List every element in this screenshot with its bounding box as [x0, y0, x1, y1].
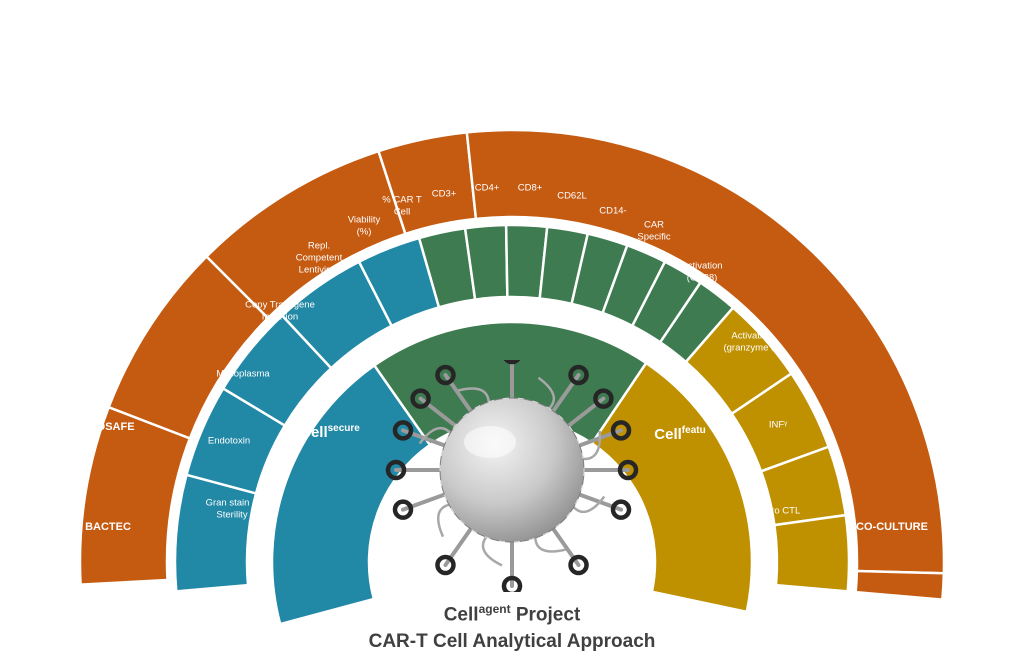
middle-label-activation-granzyme-b: Activation(granzyme B)	[723, 331, 780, 354]
outer-segment-bactec	[78, 405, 192, 586]
outer-label-co-culture: CO-CULTURE	[856, 521, 928, 533]
middle-label-viability: Viability(%)	[348, 215, 381, 238]
outer-label-bactec: BACTEC	[85, 521, 131, 533]
outer-label-rtqpcr: RTqPCR	[148, 233, 193, 245]
inner-label-cell-featu: Cellfeatu	[654, 425, 705, 443]
inner-segment-cell-secure	[270, 363, 432, 626]
middle-label-cd62l: CD62L	[557, 191, 587, 202]
outer-ring: BACTEC ENDOSAFE RTqPCR VCELL CYTOMETRY CO-CUL…	[73, 109, 946, 602]
middle-segment-in-vitro-ctl	[773, 513, 851, 593]
middle-ring: Gran stain &Sterility Endotoxin Mycoplasma…	[173, 183, 851, 593]
outer-label-endosafe: ENDOSAFE	[73, 421, 134, 433]
middle-label-gran-stain-sterility: Gran stain &Sterility	[206, 498, 259, 521]
inner-label-cell-secure: Cellsecure	[300, 423, 360, 441]
middle-label-activation-cd28: Activation(CD28)	[681, 261, 722, 284]
inner-label-cell-nature: Cellnature	[479, 296, 538, 314]
middle-label-endotoxin: Endotoxin	[208, 436, 250, 447]
caption-project-title: Cellagent Project	[443, 602, 581, 626]
caption: Cellagent Project CAR-T Cell Analytical …	[0, 596, 1024, 656]
middle-label-mycoplasma: Mycoplasma	[216, 369, 270, 380]
middle-label-cd14: CD14-	[599, 206, 626, 217]
outer-label-vcell: VCELL	[280, 109, 316, 121]
middle-segment-gran-stain-sterility	[173, 473, 258, 593]
inner-segment-cell-featu	[590, 361, 754, 614]
middle-label-cd8: CD8+	[518, 183, 543, 194]
outer-label-cytometry: CYTOMETRY	[681, 117, 750, 129]
middle-label-cd3: CD3+	[432, 189, 457, 200]
outer-segment-co-culture	[854, 569, 946, 602]
middle-label-cd4: CD4+	[475, 183, 500, 194]
caption-subtitle: CAR-T Cell Analytical Approach	[368, 631, 656, 653]
middle-label-inf: INFᵞ	[769, 420, 788, 431]
middle-label-in-vitro-ctl: In Vitro CTL	[750, 506, 801, 517]
outer-segment-cytometry	[465, 128, 946, 575]
car-t-cell-virus-icon	[385, 360, 639, 592]
